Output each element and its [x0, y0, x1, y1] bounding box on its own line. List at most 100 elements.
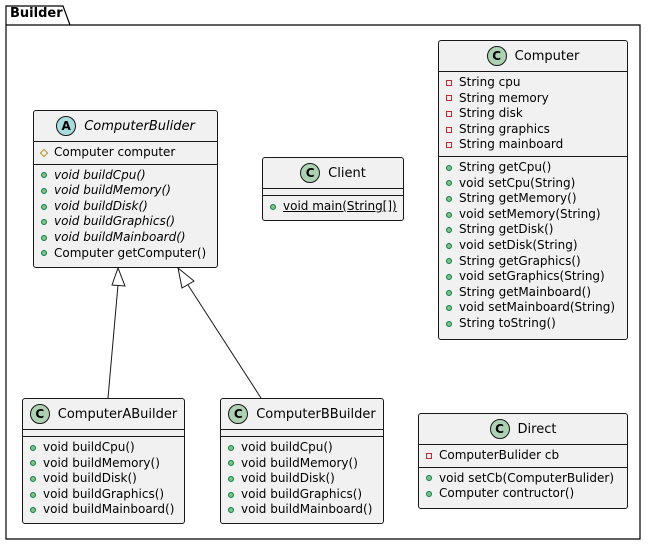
field: ComputerBulider cb — [439, 448, 560, 462]
fields-section: String cpu String memory String disk Str… — [439, 71, 627, 156]
public-icon — [41, 250, 47, 257]
public-icon — [426, 475, 432, 482]
public-icon — [228, 475, 234, 482]
public-icon — [228, 444, 234, 451]
protected-icon — [39, 148, 49, 158]
class-name: ComputerABuilder — [57, 406, 178, 422]
public-icon — [228, 491, 234, 498]
private-icon — [446, 142, 452, 149]
class-name: Client — [328, 165, 366, 181]
public-icon — [41, 187, 47, 194]
method: void buildDisk() — [43, 471, 137, 486]
class-computer-b-builder[interactable]: C ComputerBBuilder void buildCpu() void … — [220, 398, 384, 524]
fields-section — [23, 429, 184, 436]
abstract-badge-icon: A — [56, 116, 77, 136]
public-icon — [41, 219, 47, 226]
method: void setCb(ComputerBulider) — [439, 470, 615, 485]
class-direct[interactable]: C Direct ComputerBulider cb void setCb(C… — [418, 413, 628, 509]
inheritance-edge-a — [107, 266, 126, 399]
public-icon — [30, 460, 36, 467]
package-title: Builder — [10, 6, 63, 21]
method: void setMemory(String) — [459, 206, 601, 221]
public-icon — [446, 320, 452, 327]
public-icon — [446, 305, 452, 312]
public-icon — [446, 242, 452, 249]
method: String getMemory() — [459, 191, 577, 206]
method: void buildMemory() — [241, 455, 358, 470]
class-computer-a-builder[interactable]: C ComputerABuilder void buildCpu() void … — [22, 398, 185, 524]
public-icon — [446, 258, 452, 265]
method: String toString() — [459, 315, 556, 330]
class-name: ComputerBBuilder — [256, 406, 376, 422]
private-icon — [446, 95, 452, 102]
fields-section: Computer computer — [34, 141, 217, 164]
public-icon — [41, 172, 47, 179]
private-icon — [446, 79, 452, 86]
public-icon — [446, 289, 452, 296]
public-icon — [446, 273, 452, 280]
field: String mainboard — [459, 137, 564, 152]
private-icon — [446, 126, 452, 133]
class-badge-icon: C — [29, 404, 50, 424]
method: void setCpu(String) — [459, 175, 576, 190]
class-badge-icon: C — [228, 404, 249, 424]
public-icon — [30, 444, 36, 451]
public-icon — [426, 490, 432, 497]
method: void setDisk(String) — [459, 237, 578, 252]
public-icon — [41, 234, 47, 241]
inheritance-edge-b — [177, 266, 262, 399]
public-icon — [228, 460, 234, 467]
method: void buildGraphics() — [241, 486, 363, 501]
field: String memory — [459, 90, 549, 105]
method: String getDisk() — [459, 222, 554, 237]
abstract-method: void buildMemory() — [54, 183, 171, 198]
class-name: Direct — [517, 421, 557, 437]
abstract-method: void buildCpu() — [54, 167, 146, 182]
class-badge-icon: C — [489, 419, 510, 439]
public-icon — [446, 195, 452, 202]
method: void buildDisk() — [241, 471, 335, 486]
method: void buildCpu() — [43, 440, 135, 454]
abstract-method: void buildDisk() — [54, 198, 148, 213]
method: void setMainboard(String) — [459, 300, 616, 315]
method: void buildMainboard() — [241, 502, 373, 517]
class-badge-icon: C — [300, 163, 321, 183]
public-icon — [446, 180, 452, 187]
abstract-method: void buildGraphics() — [54, 214, 176, 229]
method: void buildCpu() — [241, 440, 333, 454]
methods-section: void setCb(ComputerBulider) Computer con… — [419, 466, 627, 505]
methods-section: void main(String[]) — [263, 195, 403, 218]
class-computer-bulider[interactable]: A ComputerBulider Computer computer void… — [33, 110, 218, 268]
method: void setGraphics(String) — [459, 269, 605, 284]
methods-section: void buildCpu() void buildMemory() void … — [221, 436, 383, 521]
public-icon — [446, 164, 452, 171]
public-icon — [270, 203, 276, 210]
field: Computer computer — [54, 145, 176, 159]
fields-section: ComputerBulider cb — [419, 444, 627, 467]
method: String getCpu() — [459, 159, 552, 174]
public-icon — [30, 491, 36, 498]
public-icon — [446, 227, 452, 234]
abstract-method: void buildMainboard() — [54, 229, 186, 244]
fields-section — [221, 429, 383, 436]
methods-section: String getCpu() void setCpu(String) Stri… — [439, 155, 627, 335]
class-client[interactable]: C Client void main(String[]) — [262, 157, 404, 221]
private-icon — [426, 452, 432, 459]
class-name: Computer — [514, 48, 580, 64]
methods-section: void buildCpu() void buildMemory() void … — [23, 436, 184, 521]
class-computer[interactable]: C Computer String cpu String memory Stri… — [438, 40, 628, 340]
private-icon — [446, 110, 452, 117]
fields-section — [263, 188, 403, 195]
static-method: void main(String[]) — [283, 199, 397, 213]
public-icon — [30, 475, 36, 482]
method: void buildMainboard() — [43, 502, 175, 517]
method: String getMainboard() — [459, 284, 591, 299]
class-badge-icon: C — [486, 46, 507, 66]
class-name: ComputerBulider — [84, 118, 195, 134]
field: String disk — [459, 106, 523, 121]
public-icon — [228, 507, 234, 514]
field: String cpu — [459, 75, 521, 89]
methods-section: void buildCpu() void buildMemory() void … — [34, 163, 217, 265]
method: String getGraphics() — [459, 253, 581, 268]
